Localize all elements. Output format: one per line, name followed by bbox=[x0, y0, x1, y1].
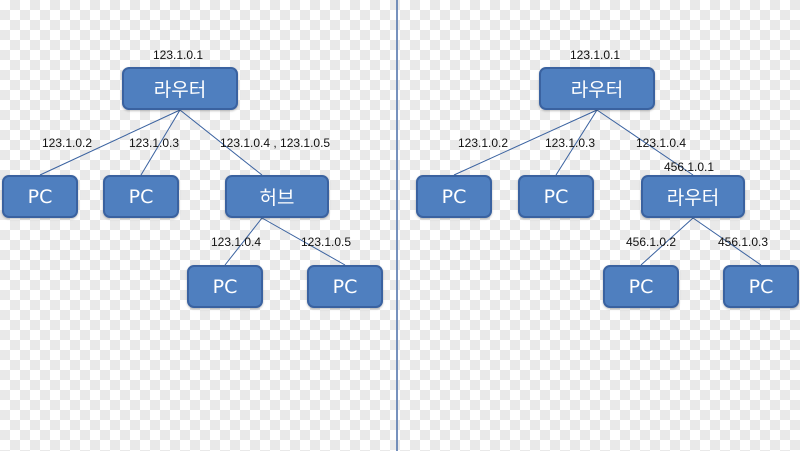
right-pc3-node: PC bbox=[603, 265, 679, 308]
right-pc4-node: PC bbox=[723, 265, 799, 308]
left-router-node: 라우터 bbox=[122, 67, 238, 110]
left-pc1-label: PC bbox=[27, 185, 53, 208]
left-hub-node: 허브 bbox=[225, 175, 329, 218]
right-router2-ip-bottom: 456.1.0.1 bbox=[664, 160, 715, 174]
left-pc3-ip: 123.1.0.4 bbox=[211, 235, 262, 249]
link-router-pc2-right bbox=[555, 109, 598, 176]
link-router-pc2 bbox=[140, 109, 181, 176]
left-router-label: 라우터 bbox=[153, 79, 207, 101]
left-pc2-ip: 123.1.0.3 bbox=[129, 136, 180, 150]
right-pc2-node: PC bbox=[518, 175, 594, 218]
left-router-ip: 123.1.0.1 bbox=[153, 48, 204, 62]
left-pc1-node: PC bbox=[2, 175, 78, 218]
link-router-pc1-right bbox=[453, 109, 598, 176]
right-pc2-label: PC bbox=[543, 185, 569, 208]
left-pc2-node: PC bbox=[103, 175, 179, 218]
right-router2-ip-top: 123.1.0.4 bbox=[636, 136, 687, 150]
right-router2-label: 라우터 bbox=[666, 187, 720, 209]
left-pc3-node: PC bbox=[187, 265, 263, 308]
left-pc4-label: PC bbox=[332, 275, 358, 298]
right-pc3-ip: 456.1.0.2 bbox=[626, 235, 677, 249]
link-hub-pc4 bbox=[261, 217, 346, 266]
link-router2-pc3 bbox=[640, 217, 694, 266]
right-pc1-label: PC bbox=[441, 185, 467, 208]
link-router-router2 bbox=[596, 109, 694, 176]
link-hub-pc3 bbox=[224, 217, 263, 266]
left-hub-label: 허브 bbox=[259, 187, 295, 209]
left-pc4-ip: 123.1.0.5 bbox=[301, 235, 352, 249]
right-pc4-ip: 456.1.0.3 bbox=[718, 235, 769, 249]
left-pc4-node: PC bbox=[307, 265, 383, 308]
right-router-ip: 123.1.0.1 bbox=[570, 48, 621, 62]
right-pc2-ip: 123.1.0.3 bbox=[545, 136, 596, 150]
right-pc3-label: PC bbox=[628, 275, 654, 298]
left-pc3-label: PC bbox=[212, 275, 238, 298]
right-router-node: 라우터 bbox=[539, 67, 655, 110]
right-router-label: 라우터 bbox=[570, 79, 624, 101]
right-pc1-ip: 123.1.0.2 bbox=[458, 136, 509, 150]
right-pc4-label: PC bbox=[748, 275, 774, 298]
link-router-hub bbox=[179, 109, 263, 176]
right-router2-node: 라우터 bbox=[641, 175, 745, 218]
link-router2-pc4 bbox=[692, 217, 762, 266]
left-pc1-ip: 123.1.0.2 bbox=[42, 136, 93, 150]
right-pc1-node: PC bbox=[416, 175, 492, 218]
link-router-pc1 bbox=[39, 109, 181, 176]
left-pc2-label: PC bbox=[128, 185, 154, 208]
left-hub-ip: 123.1.0.4 , 123.1.0.5 bbox=[220, 136, 331, 150]
